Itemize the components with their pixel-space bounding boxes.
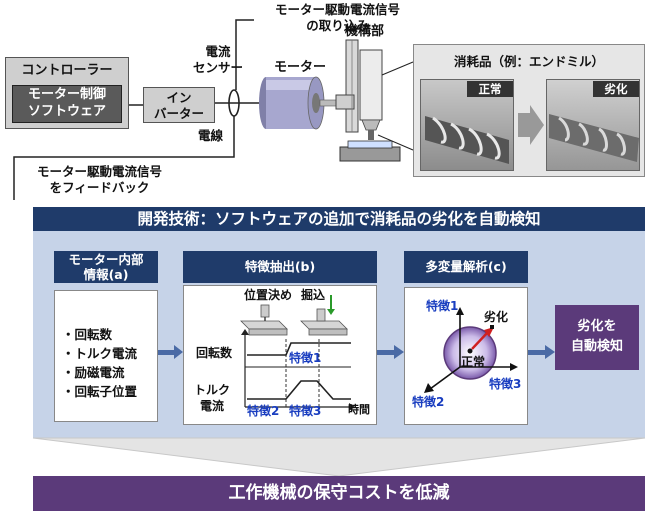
degradation-arrow-icon — [518, 105, 544, 145]
arrow-a-to-b — [158, 350, 175, 355]
torque-curve — [247, 380, 351, 400]
signal-capture-label: モーター駆動電流信号 の取り込み — [274, 2, 400, 33]
normal-point — [467, 348, 473, 354]
control-software-box: モーター制御 ソフトウェア — [12, 85, 122, 123]
step-b-header: 特徴抽出(b) — [183, 251, 377, 283]
funnel-arrow — [32, 437, 646, 477]
worn-label: 劣化 — [593, 81, 639, 97]
consumable-panel: 消耗品（例：エンドミル） 正常 劣化 — [413, 44, 645, 177]
development-headline: 開発技術：ソフトウェアの追加で消耗品の劣化を自動検知 — [33, 207, 645, 231]
c-degraded-label: 劣化 — [484, 310, 509, 324]
endmill-normal-icon — [425, 116, 509, 164]
feature3-label: 特徴3 — [289, 404, 322, 418]
torque-label: トルク 電流 — [193, 383, 230, 413]
degradation-vector — [471, 331, 489, 350]
motor-icon — [259, 76, 349, 130]
time-label: 時間 — [348, 403, 370, 416]
step-a-panel — [54, 290, 158, 422]
feature-extraction-chart — [240, 295, 355, 411]
controller-title: コントローラー — [21, 63, 113, 78]
c-normal-label: 正常 — [461, 355, 486, 369]
system-connections — [13, 19, 414, 200]
auto-detect-box: 劣化を 自動検知 — [555, 305, 639, 370]
c-feature3-label: 特徴3 — [489, 377, 522, 391]
positioning-label: 位置決め — [244, 288, 293, 302]
mechanism-label: 機構部 — [345, 24, 385, 39]
rpm-curve — [247, 342, 351, 356]
info-item: ・回転数 — [62, 327, 113, 342]
controller-box: コントローラー モーター制御 ソフトウェア — [5, 57, 129, 129]
positioning-icon — [240, 304, 288, 336]
zoom-line-top — [381, 61, 414, 76]
conclusion-band: 工作機械の保守コストを低減 — [33, 476, 645, 511]
consumable-title: 消耗品（例：エンドミル） — [453, 54, 604, 69]
info-item: ・励磁電流 — [62, 365, 125, 380]
c-feature1-label: 特徴1 — [426, 299, 459, 313]
normal-label: 正常 — [467, 81, 513, 97]
digging-icon — [300, 295, 348, 336]
feedback-label: モーター駆動電流信号 をフィードバック — [36, 164, 162, 195]
feature2-label: 特徴2 — [247, 404, 280, 418]
multivariate-plot — [424, 307, 518, 393]
arrow-b-to-c — [377, 350, 395, 355]
degraded-point — [490, 325, 494, 329]
zoom-line-bottom — [377, 134, 414, 151]
signal-capture-line — [235, 19, 254, 90]
feedback-line — [13, 116, 235, 200]
info-item: ・トルク電流 — [62, 346, 138, 361]
step-a-header: モーター内部 情報(a) — [54, 251, 158, 283]
inverter-box: イン バーター — [143, 87, 215, 123]
c-feature2-label: 特徴2 — [412, 395, 445, 409]
worn-tool-photo: 劣化 — [546, 79, 640, 171]
rpm-label: 回転数 — [196, 346, 233, 360]
endmill-worn-icon — [549, 114, 639, 162]
control-software-label: モーター制御 ソフトウェア — [27, 87, 106, 119]
arrow-c-to-result — [528, 350, 546, 355]
motor-label: モーター — [274, 60, 327, 75]
info-item: ・回転子位置 — [62, 384, 138, 399]
normal-tool-photo: 正常 — [420, 79, 514, 171]
feature1-label: 特徴1 — [289, 351, 322, 365]
wire-label: 電線 — [198, 128, 224, 143]
current-sensor-label: 電流 センサー — [192, 44, 243, 75]
machine-mechanism-icon — [335, 39, 401, 162]
step-c-header: 多変量解析(c) — [404, 251, 528, 283]
digging-label: 掘込 — [301, 288, 326, 302]
motor-info-list: ・回転数 ・トルク電流 ・励磁電流 ・回転子位置 — [62, 325, 137, 401]
